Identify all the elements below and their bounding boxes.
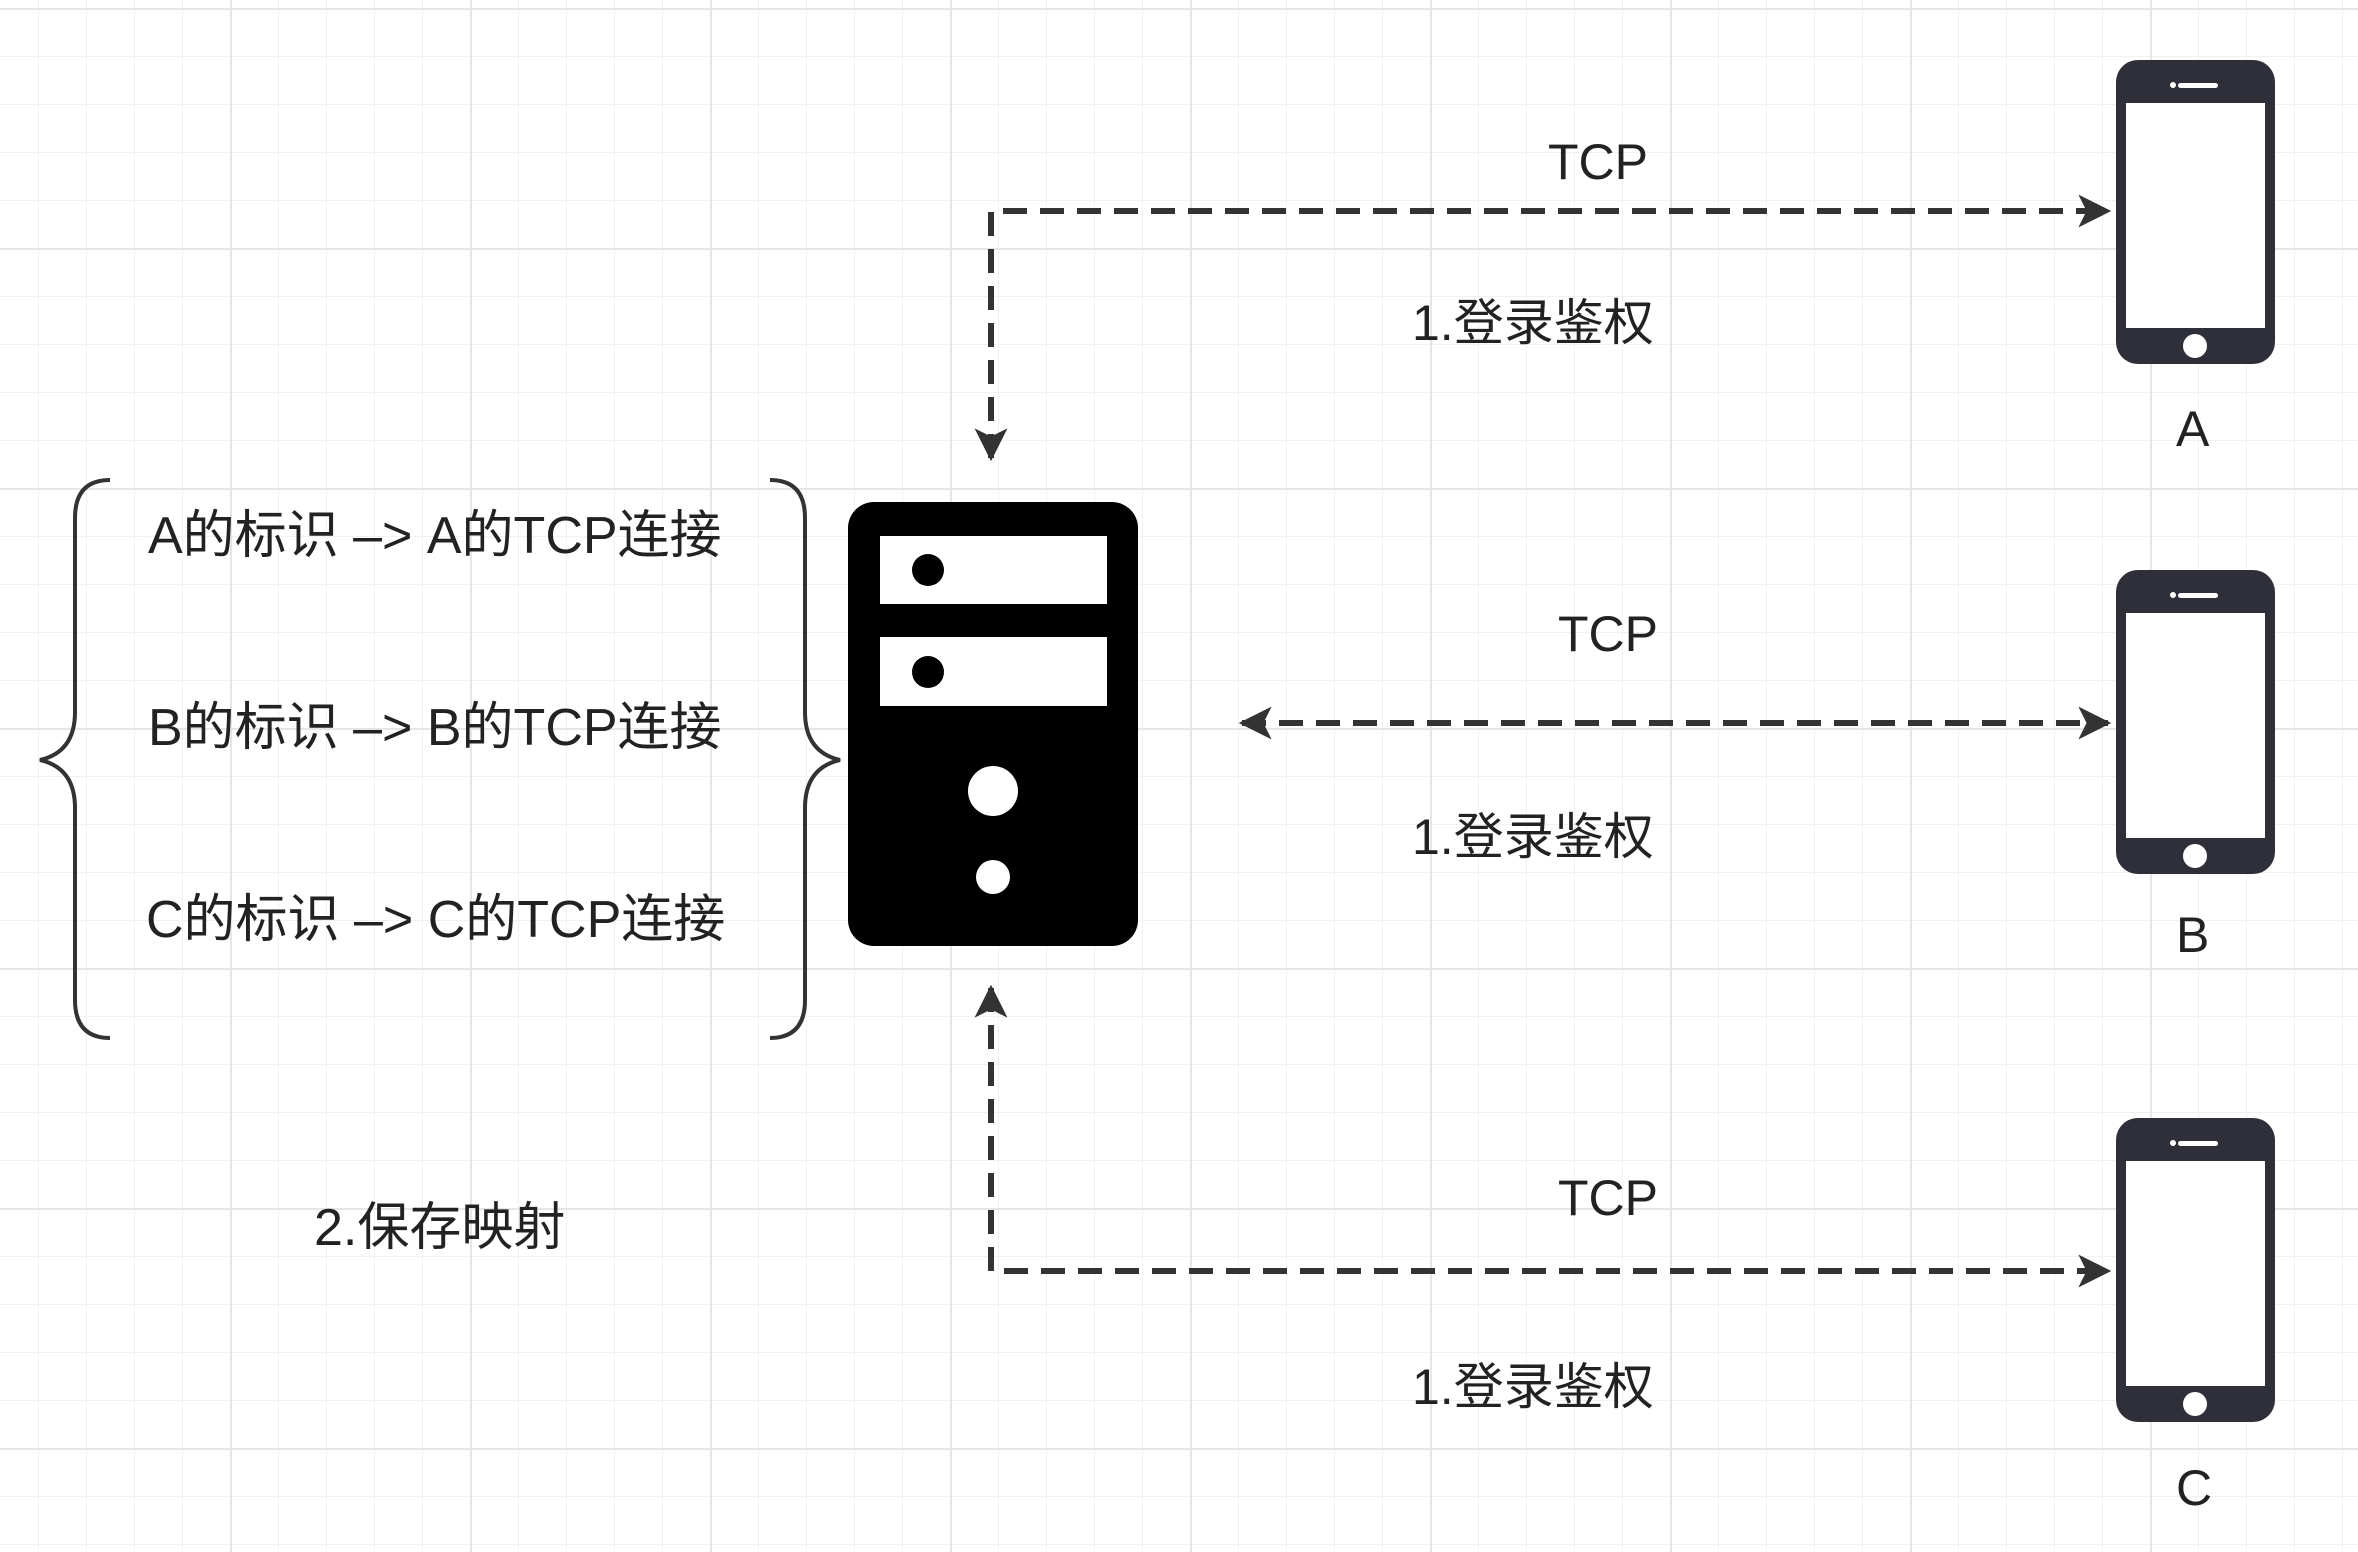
connection-c-protocol: TCP — [1558, 1170, 1658, 1226]
device-b-label: B — [2176, 907, 2210, 963]
connection-c-step: 1.登录鉴权 — [1412, 1359, 1654, 1415]
smartphone-icon — [2116, 1118, 2275, 1422]
connection-a-line — [974, 194, 2112, 462]
mapping-row-c: C的标识 –> C的TCP连接 — [146, 891, 726, 949]
connection-a-step: 1.登录鉴权 — [1412, 295, 1654, 351]
connection-b-step: 1.登录鉴权 — [1412, 809, 1654, 865]
save-mapping-label: 2.保存映射 — [314, 1199, 566, 1257]
server-icon — [848, 502, 1138, 946]
connection-c-line — [974, 984, 2112, 1288]
mapping-row-a: A的标识 –> A的TCP连接 — [148, 507, 722, 565]
smartphone-icon — [2116, 570, 2275, 874]
device-c-label: C — [2176, 1460, 2213, 1516]
right-brace — [769, 478, 841, 1040]
left-brace — [39, 478, 111, 1040]
smartphone-icon — [2116, 60, 2275, 364]
mapping-row-b: B的标识 –> B的TCP连接 — [148, 699, 722, 757]
device-a-label: A — [2176, 401, 2210, 457]
connection-a-protocol: TCP — [1548, 134, 1648, 190]
connection-b-protocol: TCP — [1558, 606, 1658, 662]
